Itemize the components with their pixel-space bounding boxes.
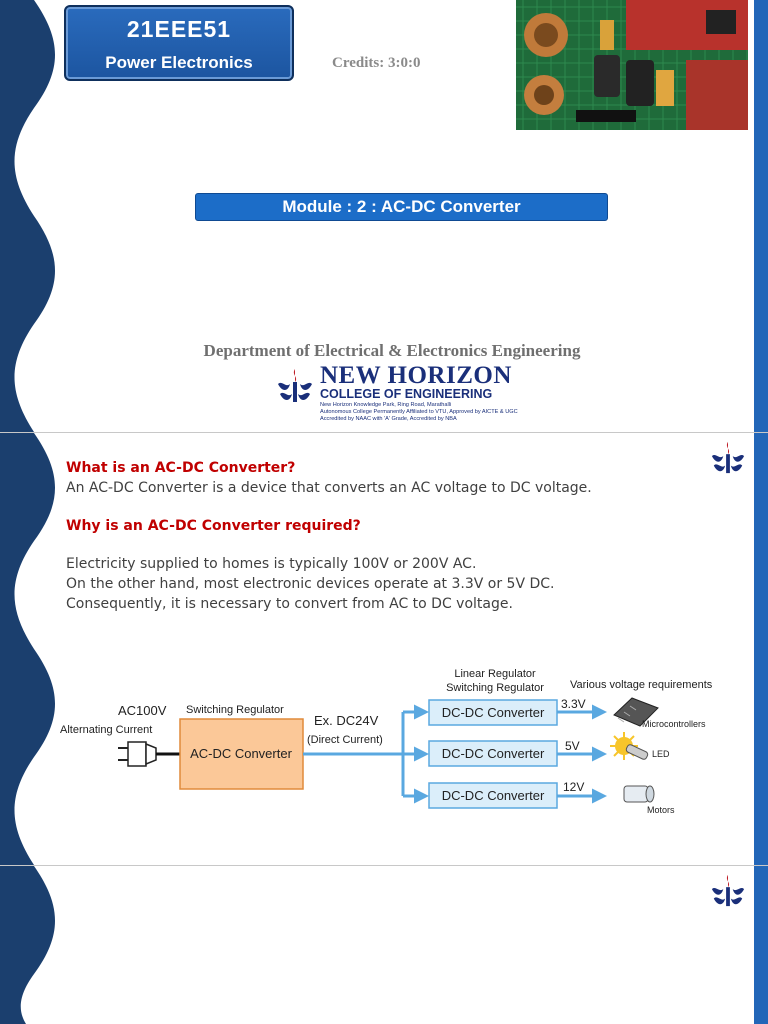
torch-emblem-icon — [711, 874, 745, 907]
title-slide: 21EEE51 Power Electronics Credits: 3:0:0… — [0, 0, 768, 432]
dc-current-label: (Direct Current) — [307, 734, 383, 746]
led-icon — [610, 732, 649, 760]
motors-label: Motors — [647, 805, 675, 815]
question-heading: What is an AC-DC Converter? — [66, 460, 296, 476]
course-code: 21EEE51 — [126, 16, 232, 42]
output-voltage-label: 12V — [563, 780, 584, 794]
module-title: Module : 2 : AC-DC Converter — [195, 193, 608, 221]
left-wave-border — [0, 866, 55, 1024]
output-voltage-label: 5V — [565, 739, 580, 753]
ac-dc-converter-block — [179, 718, 304, 790]
svg-text:DC-DC Converter: DC-DC Converter — [442, 788, 545, 803]
college-subtitle: COLLEGE OF ENGINEERING — [320, 387, 493, 401]
content-slide: What is an AC-DC Converter? An AC-DC Con… — [0, 433, 768, 865]
college-accreditation: Accredited by NAAC with 'A' Grade, Accre… — [320, 416, 457, 422]
motor-icon — [623, 785, 655, 803]
voltage-requirements-label: Various voltage requirements — [570, 679, 713, 691]
department-name: Department of Electrical & Electronics E… — [203, 341, 581, 360]
college-logo: NEW HORIZON COLLEGE OF ENGINEERING New H… — [270, 362, 532, 426]
slide-divider — [0, 865, 768, 866]
question-heading: Why is an AC-DC Converter required? — [66, 518, 361, 534]
dcdc-converter-block: DC-DC Converter — [428, 740, 558, 767]
left-wave-border — [0, 0, 55, 432]
svg-text:DC-DC Converter: DC-DC Converter — [442, 746, 545, 761]
ac-dc-converter-label: AC-DC Converter — [190, 746, 293, 761]
circuit-board-image — [516, 0, 748, 130]
ac-current-label: Alternating Current — [60, 724, 152, 736]
svg-text:DC-DC Converter: DC-DC Converter — [442, 705, 545, 720]
paragraph-line: On the other hand, most electronic devic… — [66, 576, 555, 592]
college-name: NEW HORIZON — [320, 362, 512, 389]
power-plug-icon — [118, 741, 180, 767]
microcontroller-icon — [613, 697, 659, 727]
ac-voltage-label: AC100V — [118, 703, 167, 718]
switching-regulator-label-2: Switching Regulator — [446, 682, 544, 694]
right-accent-strip — [750, 433, 768, 865]
dcdc-converter-block: DC-DC Converter — [428, 699, 558, 726]
left-wave-border — [0, 433, 55, 865]
paragraph-line: Electricity supplied to homes is typical… — [66, 556, 477, 572]
microcontrollers-label: Microcontrollers — [642, 719, 706, 729]
dcdc-converter-block: DC-DC Converter — [428, 782, 558, 809]
led-label: LED — [652, 749, 670, 759]
course-name: Power Electronics — [105, 53, 253, 72]
linear-regulator-label: Linear Regulator — [454, 668, 536, 680]
torch-emblem-icon — [278, 369, 312, 402]
torch-emblem-icon — [711, 441, 745, 474]
paragraph-line: Consequently, it is necessary to convert… — [66, 596, 513, 612]
right-accent-strip — [750, 0, 768, 432]
dc-voltage-label: Ex. DC24V — [314, 713, 379, 728]
switching-regulator-label: Switching Regulator — [186, 704, 284, 716]
output-voltage-label: 3.3V — [561, 697, 586, 711]
course-title-box: 21EEE51 Power Electronics — [64, 5, 294, 81]
college-affiliation: Autonomous College Permanently Affiliate… — [320, 409, 518, 415]
college-address: New Horizon Knowledge Park, Ring Road, M… — [320, 402, 452, 408]
ac-dc-block-diagram: .dl { font-family: "Liberation Sans", sa… — [60, 668, 713, 815]
next-slide — [0, 866, 768, 1024]
slide-divider — [0, 432, 768, 433]
answer-text: An AC-DC Converter is a device that conv… — [66, 480, 592, 496]
credits-label: Credits: 3:0:0 — [332, 55, 421, 71]
right-accent-strip — [750, 866, 768, 1024]
